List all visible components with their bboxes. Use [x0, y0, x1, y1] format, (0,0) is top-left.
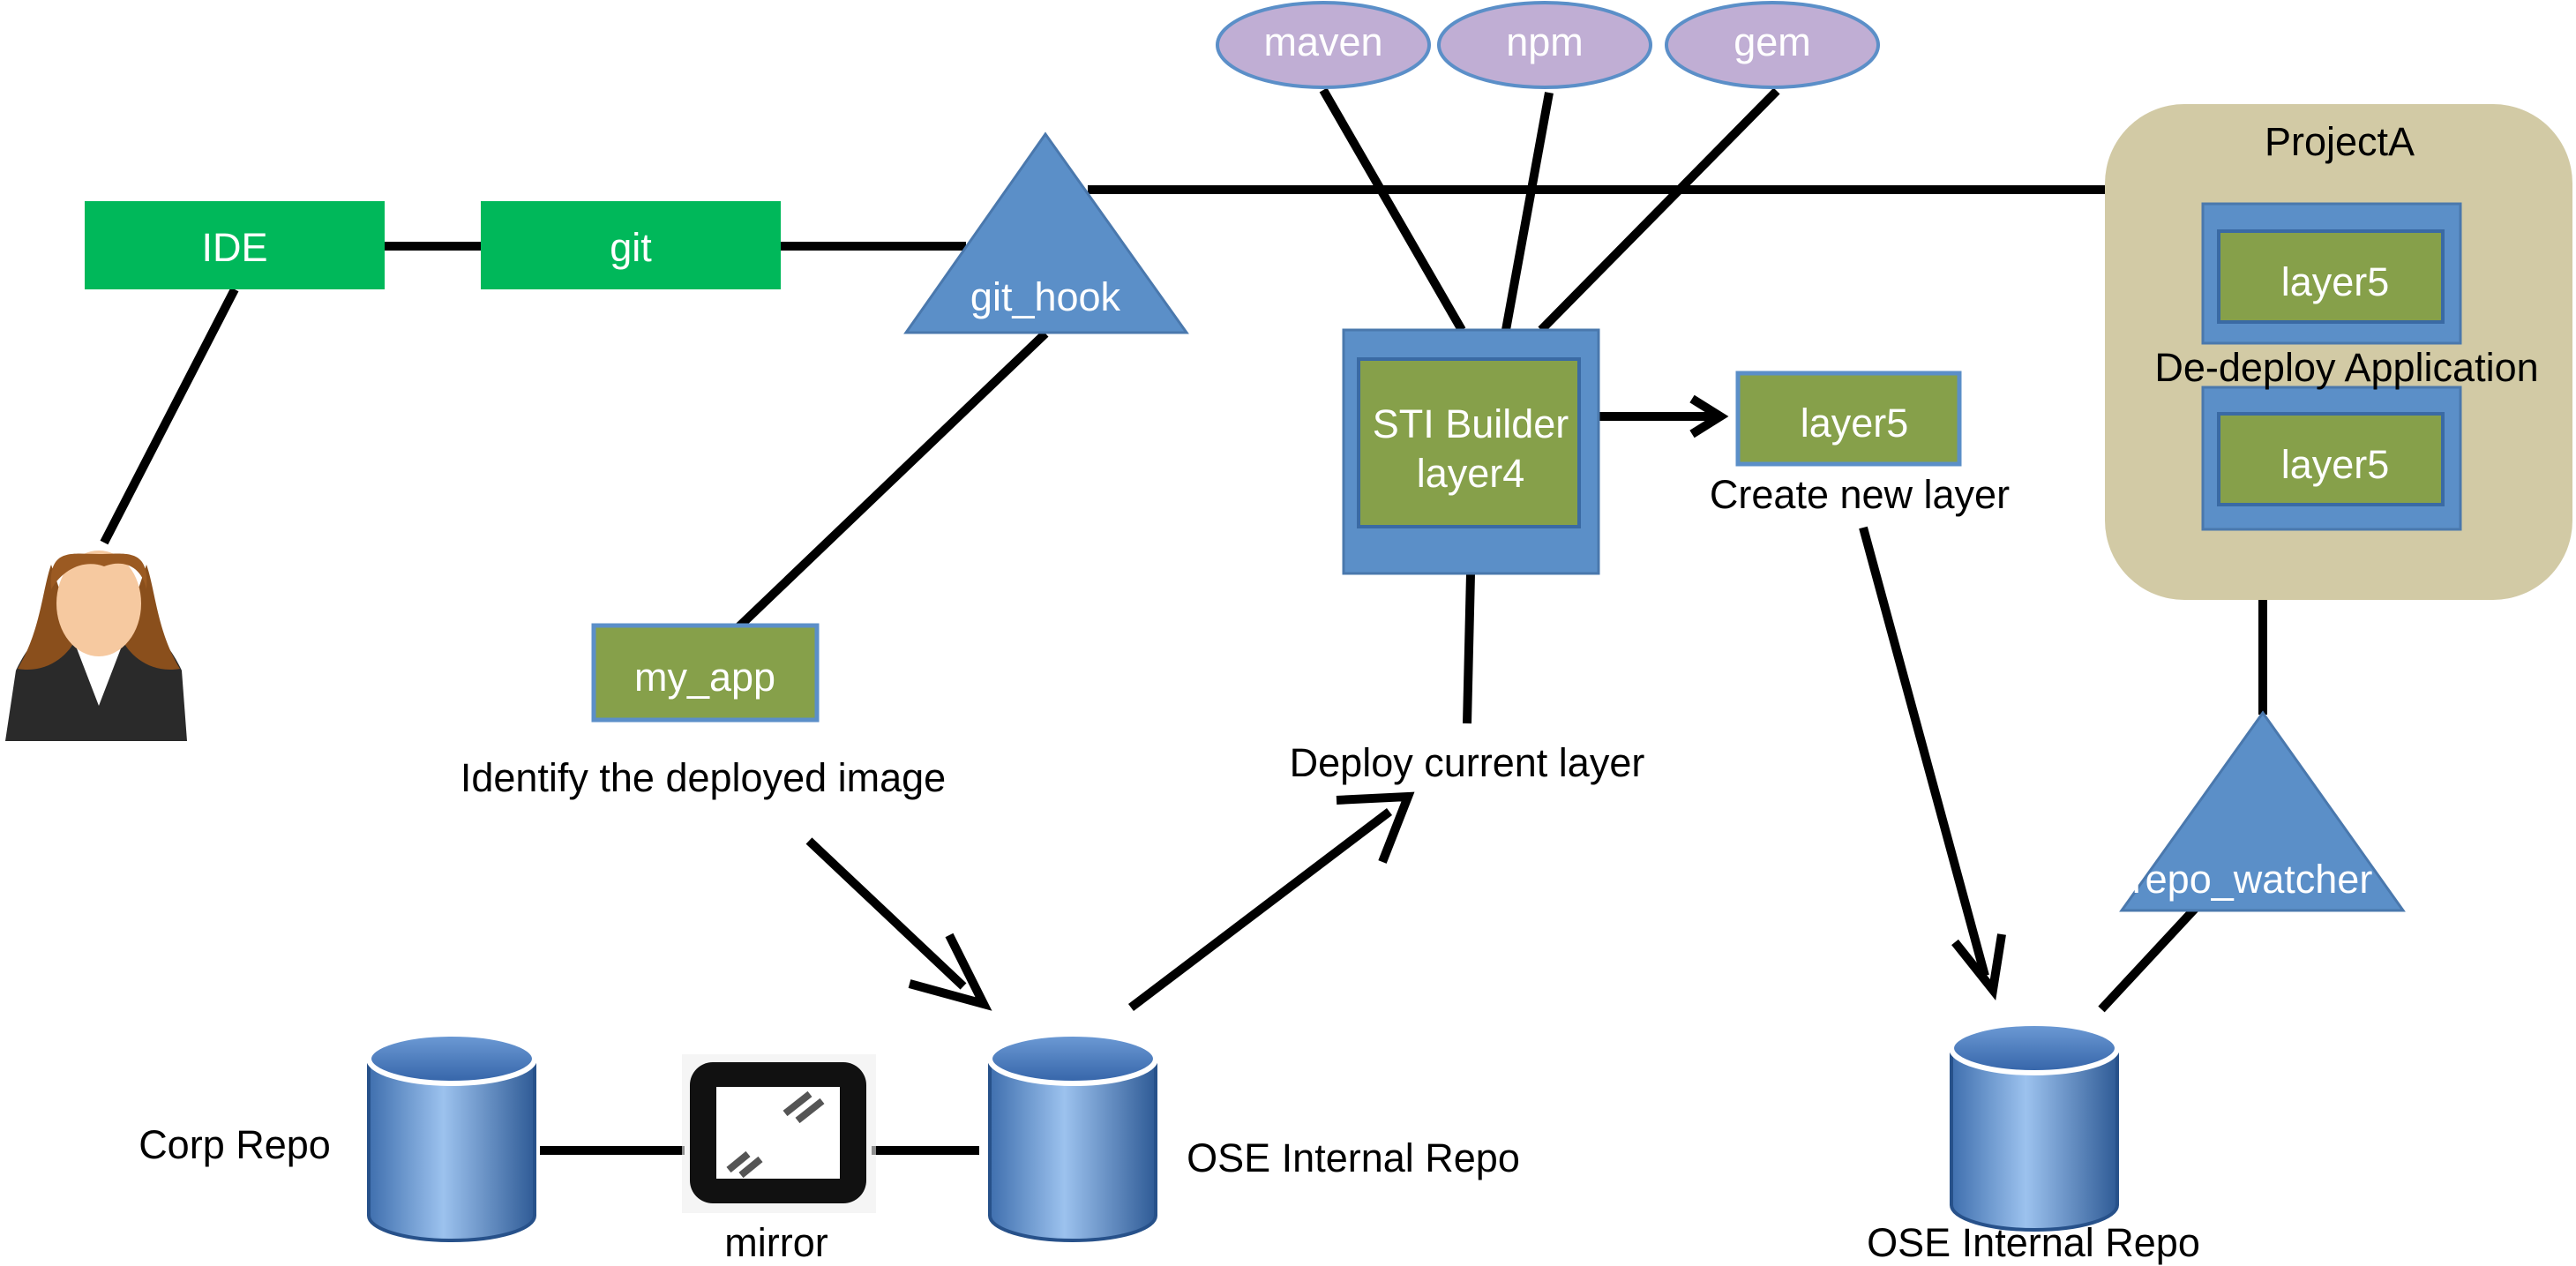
- line-watcher-repo: [2098, 905, 2198, 1013]
- arrow-repo-to-deploy: [1127, 791, 1415, 1011]
- new-layer-box: layer5: [1735, 371, 1962, 467]
- project-layer-top-label: layer5: [2281, 259, 2390, 304]
- corp-repo-label: Corp Repo: [139, 1122, 331, 1167]
- line-npm-builder: [1501, 92, 1554, 331]
- line-ide-user: [100, 287, 239, 545]
- corp-repo-cylinder-icon: [366, 1031, 537, 1242]
- arrow-identify-to-repo: [805, 837, 992, 1011]
- project-layer-bottom-label: layer5: [2281, 442, 2390, 487]
- sti-builder-box: STI Builder layer4: [1342, 328, 1600, 575]
- ose-repo-right-cylinder-icon: [1949, 1021, 2120, 1232]
- mirror-label: mirror: [724, 1220, 827, 1265]
- ide-label: IDE: [201, 225, 267, 270]
- mirror-icon: [682, 1054, 876, 1213]
- repo-watcher-label: repo_watcher: [2132, 857, 2373, 902]
- oval-gem-label: gem: [1734, 19, 1811, 64]
- line-builder-deploy: [1463, 573, 1475, 724]
- line-githook-myapp: [736, 330, 1049, 630]
- create-layer-caption: Create new layer: [1710, 472, 2010, 517]
- identify-caption: Identify the deployed image: [461, 755, 946, 800]
- repo-watcher-triangle: repo_watcher: [2119, 710, 2406, 912]
- ose-repo-center-cylinder-icon: [987, 1031, 1158, 1242]
- line-gem-builder: [1538, 87, 1780, 333]
- arrow-builder-to-layer5: [1599, 394, 1729, 438]
- sti-builder-layer-label: layer4: [1417, 451, 1525, 496]
- git-box: git: [481, 201, 781, 289]
- ose-repo-right-label: OSE Internal Repo: [1867, 1220, 2200, 1265]
- deploy-caption: Deploy current layer: [1290, 740, 1645, 785]
- oval-maven: maven: [1216, 1, 1431, 89]
- git-label: git: [610, 225, 652, 270]
- line-maven-builder: [1319, 87, 1466, 333]
- de-deploy-caption: De-deploy Application: [2154, 345, 2538, 390]
- oval-npm: npm: [1437, 1, 1652, 89]
- connectors: [100, 87, 2267, 1155]
- git-hook-triangle: git_hook: [903, 131, 1189, 334]
- my-app-box: my_app: [591, 623, 820, 723]
- arrows: [805, 394, 2006, 1011]
- git-hook-label: git_hook: [970, 274, 1121, 319]
- new-layer-label: layer5: [1801, 401, 1909, 446]
- ose-repo-center-label: OSE Internal Repo: [1187, 1135, 1520, 1180]
- arrow-layer5-to-repo: [1859, 526, 2006, 1000]
- my-app-label: my_app: [634, 655, 775, 700]
- user-avatar-icon: [5, 551, 187, 741]
- sti-builder-label: STI Builder: [1373, 401, 1569, 446]
- ide-box: IDE: [85, 201, 385, 289]
- oval-maven-label: maven: [1263, 19, 1382, 64]
- oval-gem: gem: [1665, 1, 1880, 89]
- project-container: ProjectA layer5 layer5 De-deploy Applica…: [2105, 104, 2572, 600]
- oval-npm-label: npm: [1506, 19, 1584, 64]
- project-title: ProjectA: [2265, 119, 2415, 164]
